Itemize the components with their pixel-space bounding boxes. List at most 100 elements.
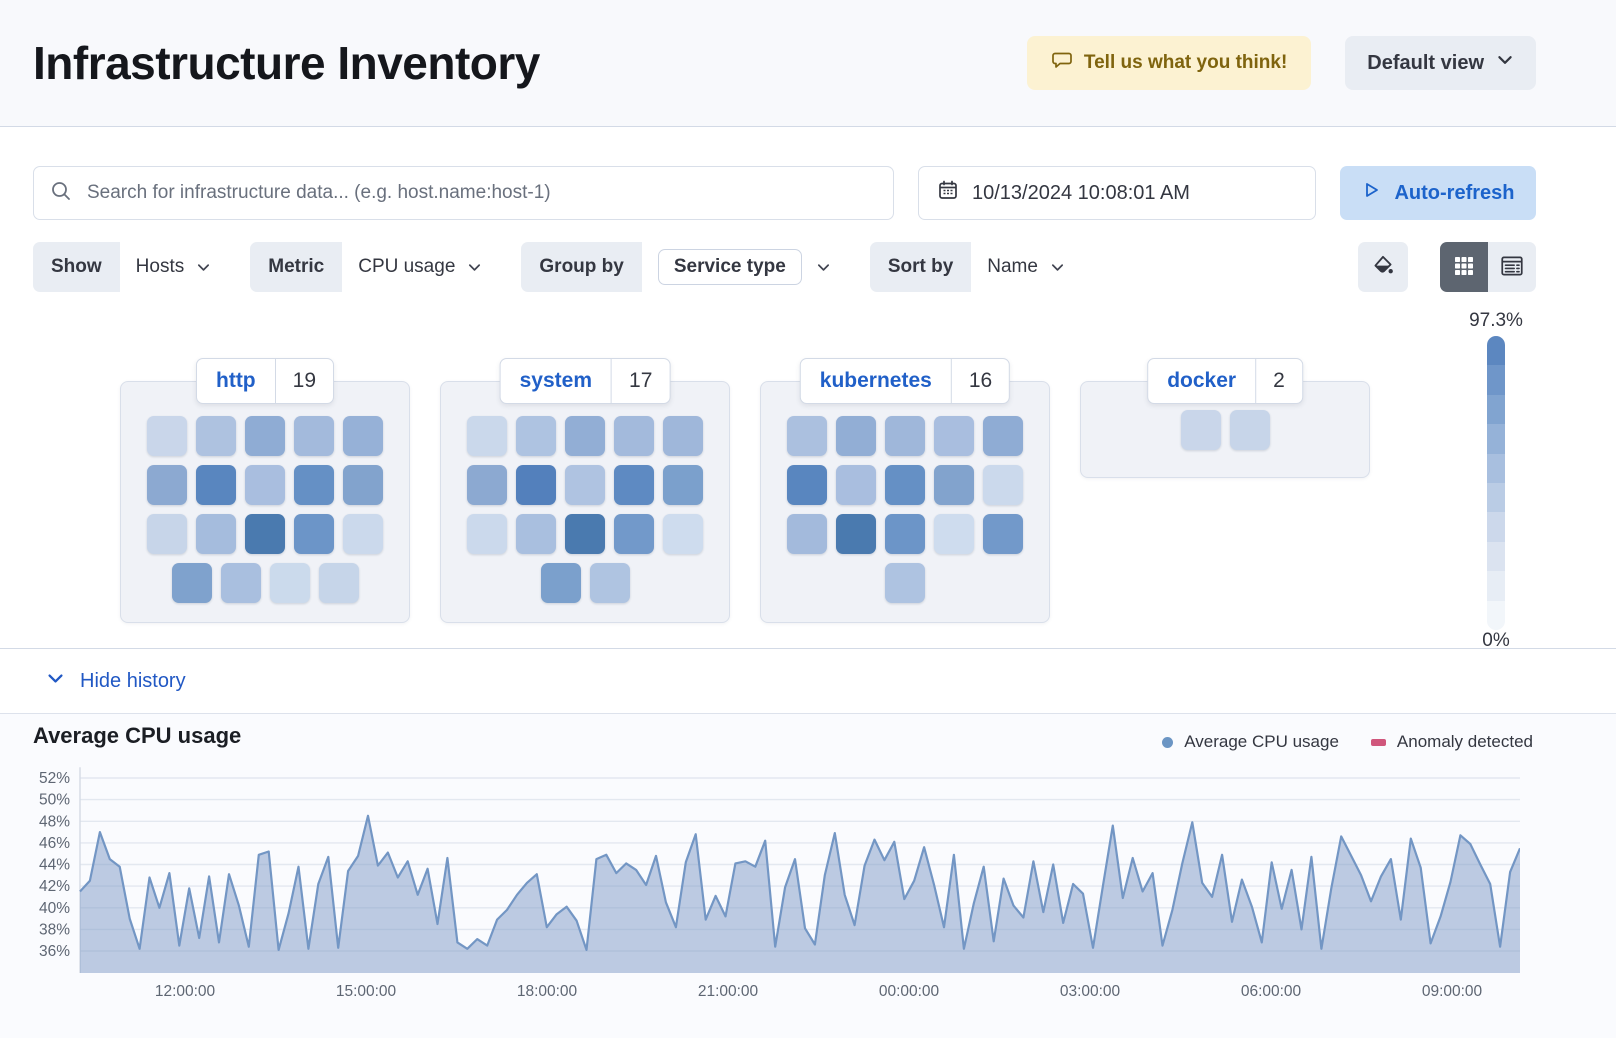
group-system-pill[interactable]: system 17 [499,358,671,404]
tile-row [441,415,729,456]
group-by-dropdown[interactable]: Service type [642,242,847,292]
group-docker-pill[interactable]: docker 2 [1147,358,1303,404]
host-tile[interactable] [565,464,605,505]
host-tile[interactable] [885,513,925,554]
tile-row [121,513,409,554]
feedback-button-label: Tell us what you think! [1083,52,1288,73]
host-tile[interactable] [983,513,1023,554]
svg-text:52%: 52% [39,770,70,787]
svg-text:40%: 40% [39,900,70,917]
host-tile[interactable] [147,464,187,505]
sort-by-control: Sort by Name [869,242,1081,292]
host-tile[interactable] [343,464,383,505]
host-tile[interactable] [663,464,703,505]
host-tile[interactable] [318,562,359,603]
history-chart-panel: Average CPU usage Average CPU usage Anom… [0,714,1616,1038]
search-box[interactable] [33,166,894,220]
host-tile[interactable] [196,415,236,456]
host-tile[interactable] [245,415,285,456]
hide-history-toggle[interactable]: Hide history [0,648,1616,714]
legend-item-anomaly[interactable]: Anomaly detected [1370,732,1533,752]
host-tile[interactable] [294,513,334,554]
host-tile[interactable] [171,562,212,603]
host-tile[interactable] [885,415,925,456]
host-tile[interactable] [220,562,261,603]
metric-control: Metric CPU usage [250,242,499,292]
view-selector-button[interactable]: Default view [1345,36,1536,90]
group-name-link[interactable]: system [519,369,593,392]
host-tile[interactable] [565,415,605,456]
host-tile[interactable] [934,415,974,456]
host-tile[interactable] [147,415,187,456]
group-name-link[interactable]: docker [1167,369,1237,392]
host-tile[interactable] [516,513,556,554]
chevron-down-icon [1496,51,1514,75]
host-tile[interactable] [467,464,507,505]
host-tile[interactable] [467,513,507,554]
host-tile[interactable] [294,415,334,456]
legend-item-avg-cpu[interactable]: Average CPU usage [1162,732,1339,752]
host-tile[interactable] [467,415,507,456]
group-name-link[interactable]: http [215,369,256,392]
host-tile[interactable] [836,513,876,554]
host-tile[interactable] [540,562,581,603]
group-kubernetes-pill[interactable]: kubernetes 16 [799,358,1011,404]
host-tile[interactable] [516,415,556,456]
auto-refresh-button[interactable]: Auto-refresh [1340,166,1536,220]
host-tile[interactable] [663,513,703,554]
date-picker[interactable]: 10/13/2024 10:08:01 AM [918,166,1316,220]
host-tile[interactable] [269,562,310,603]
host-tile[interactable] [787,415,827,456]
host-tile[interactable] [885,562,925,603]
host-tile[interactable] [245,464,285,505]
group-http-pill[interactable]: http 19 [195,358,335,404]
host-tile[interactable] [787,513,827,554]
host-tile[interactable] [614,464,654,505]
host-tile[interactable] [294,464,334,505]
host-tile[interactable] [589,562,630,603]
calendar-icon [937,179,959,207]
host-tile[interactable] [885,464,925,505]
host-tile[interactable] [196,464,236,505]
host-tile[interactable] [565,513,605,554]
view-toggle-group [1440,242,1536,292]
group-by-value[interactable]: Service type [657,249,802,285]
host-tile[interactable] [983,415,1023,456]
tile-row [441,562,729,603]
map-view-button[interactable] [1440,242,1488,292]
metric-dropdown[interactable]: CPU usage [342,242,498,292]
host-tile[interactable] [245,513,285,554]
show-dropdown[interactable]: Hosts [120,242,228,292]
group-name-link[interactable]: kubernetes [819,369,932,392]
host-tile[interactable] [614,513,654,554]
host-tile[interactable] [196,513,236,554]
host-tile[interactable] [983,464,1023,505]
host-tile[interactable] [516,464,556,505]
host-tile[interactable] [343,415,383,456]
show-control: Show Hosts [33,242,228,292]
host-tile[interactable] [343,513,383,554]
host-tile[interactable] [614,415,654,456]
host-tile[interactable] [934,464,974,505]
host-tile[interactable] [836,464,876,505]
host-tile[interactable] [836,415,876,456]
host-tile[interactable] [663,415,703,456]
svg-text:46%: 46% [39,835,70,852]
host-tile[interactable] [1180,409,1221,450]
tile-row [1081,409,1369,450]
legend-options-button[interactable] [1358,242,1408,292]
chevron-down-icon [469,263,481,271]
host-tile[interactable] [147,513,187,554]
view-selector-label: Default view [1367,51,1484,74]
feedback-button[interactable]: Tell us what you think! [1026,36,1312,90]
host-tile[interactable] [1229,409,1270,450]
search-input[interactable] [85,181,877,205]
host-tile[interactable] [934,513,974,554]
sort-by-dropdown[interactable]: Name [971,242,1081,292]
page-title: Infrastructure Inventory [33,37,540,89]
pill-divider [611,359,613,403]
host-tile[interactable] [787,464,827,505]
metric-label: Metric [250,242,343,292]
tile-row [121,415,409,456]
table-view-button[interactable] [1488,242,1536,292]
